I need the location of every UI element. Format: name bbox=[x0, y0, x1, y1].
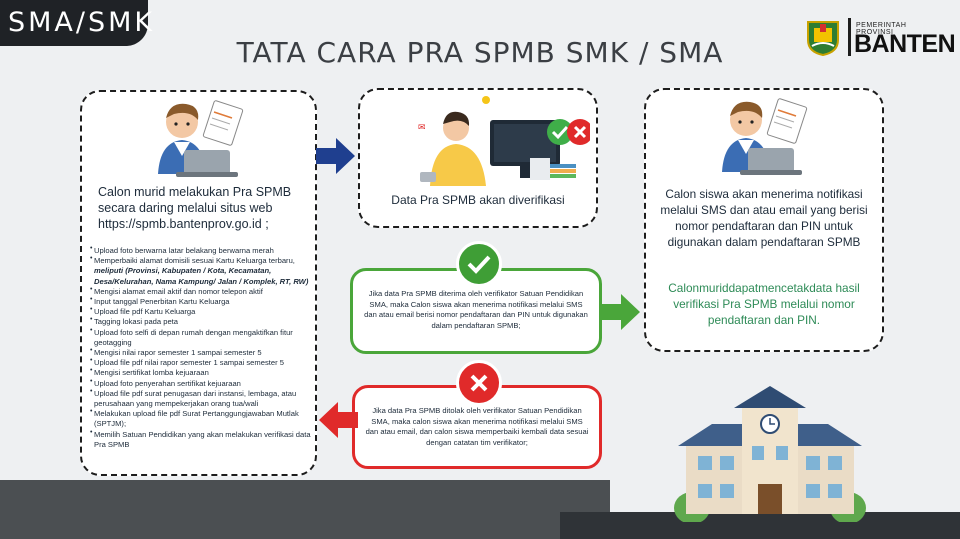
list-item: Upload foto berwarna latar belakang berw… bbox=[90, 244, 312, 256]
list-item: Upload foto selfi di depan rumah dengan … bbox=[90, 326, 312, 348]
logo-subtitle: PEMERINTAH PROVINSI bbox=[856, 22, 907, 36]
bottom-band-dark bbox=[560, 512, 960, 539]
corner-label: SMA/SMK bbox=[8, 7, 156, 38]
list-item: Upload file pdf Kartu Keluarga bbox=[90, 305, 312, 317]
rejected-text: Jika data Pra SPMB ditolak oleh verifika… bbox=[365, 406, 589, 447]
list-item: Melakukan upload file pdf Surat Pertangg… bbox=[90, 407, 312, 429]
list-item: Input tanggal Penerbitan Kartu Keluarga bbox=[90, 295, 312, 307]
step1-card: Calon murid melakukan Pra SPMB secara da… bbox=[80, 90, 317, 476]
cross-icon bbox=[470, 374, 488, 392]
crest-icon bbox=[807, 21, 839, 56]
rejected-card: Jika data Pra SPMB ditolak oleh verifika… bbox=[352, 385, 602, 469]
corner-tab: SMA/SMK bbox=[0, 0, 152, 46]
logo-title: BANTEN bbox=[854, 30, 956, 58]
list-item: Mengisi sertifikat lomba kejuaraan bbox=[90, 366, 312, 378]
arrow-right-icon bbox=[316, 138, 355, 174]
svg-text:✉: ✉ bbox=[418, 123, 426, 133]
school-illustration bbox=[674, 386, 866, 522]
list-item: Mengisi alamat email aktif dan nomor tel… bbox=[90, 285, 312, 297]
step3-caption: Calon siswa akan menerima notifikasi mel… bbox=[660, 187, 868, 249]
logo-divider bbox=[848, 18, 851, 56]
step3-card: Calon siswa akan menerima notifikasi mel… bbox=[644, 88, 884, 352]
accepted-text: Jika data Pra SPMB diterima oleh verifik… bbox=[364, 289, 588, 330]
list-item: Memilih Satuan Pendidikan yang akan mela… bbox=[90, 428, 312, 450]
arrow-right-icon bbox=[601, 294, 640, 330]
list-item: Memperbaiki alamat domisili sesuai Kartu… bbox=[90, 254, 312, 287]
step1-lead-text: Calon murid melakukan Pra SPMB secara da… bbox=[98, 185, 292, 231]
step1-requirements-list: Upload foto berwarna latar belakang berw… bbox=[90, 244, 312, 450]
step3-print-note: Calonmuriddapatmencetakdata hasil verifi… bbox=[668, 281, 860, 327]
arrow-left-icon bbox=[319, 402, 358, 438]
check-icon bbox=[467, 255, 491, 274]
cross-badge bbox=[456, 360, 502, 406]
step2-caption: Data Pra SPMB akan diverifikasi bbox=[391, 193, 565, 207]
page-title: TATA CARA PRA SPMB SMK / SMA bbox=[236, 36, 724, 69]
list-item: Upload file pdf surat penugasan dari ins… bbox=[90, 387, 312, 409]
step2-card: ✉ Data Pra SPMB akan diverifikasi bbox=[358, 88, 598, 228]
verification-illustration: ✉ bbox=[418, 96, 590, 186]
check-badge bbox=[456, 241, 502, 287]
list-item: Mengisi nilai rapor semester 1 sampai se… bbox=[90, 346, 312, 358]
banten-logo: PEMERINTAH PROVINSI BANTEN bbox=[806, 16, 956, 58]
list-item: Upload foto penyerahan sertifikat kejuar… bbox=[90, 377, 312, 389]
student-laptop-illustration bbox=[158, 100, 244, 177]
list-item: Tagging lokasi pada peta bbox=[90, 315, 312, 327]
bottom-band bbox=[0, 480, 610, 539]
student-laptop-illustration bbox=[722, 98, 808, 175]
list-item: Upload file pdf nilai rapor semester 1 s… bbox=[90, 356, 312, 368]
